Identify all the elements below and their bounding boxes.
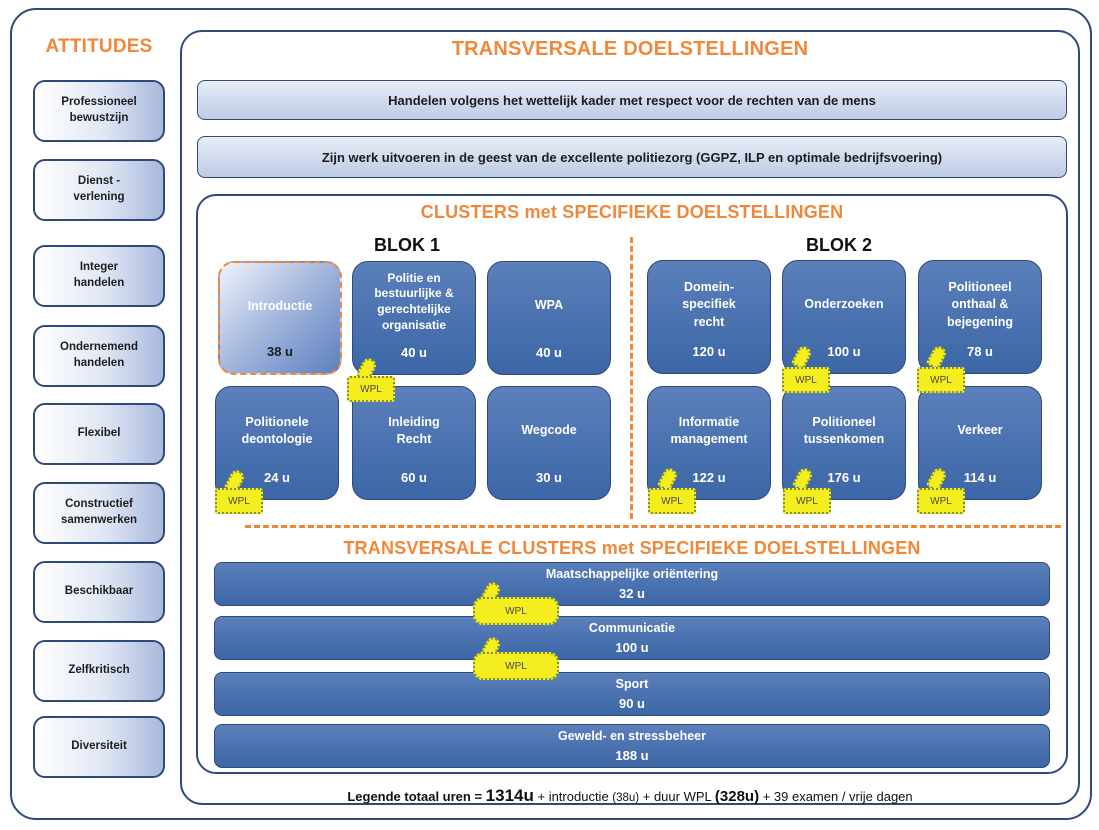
cluster-name: Politioneel tussenkomen: [803, 414, 885, 447]
cluster-hours: 60 u: [400, 470, 427, 485]
transversal-objective-bar: Zijn werk uitvoeren in de geest van de e…: [197, 136, 1067, 178]
blok-divider: [630, 237, 633, 519]
attitude-item: Beschikbaar: [33, 561, 165, 623]
cluster-box: Wegcode 30 u: [487, 386, 611, 500]
cluster-name: Politie en bestuurlijke & gerechtelijke …: [374, 270, 454, 332]
cluster-name: Maatschappelijke oriëntering: [545, 567, 719, 581]
cluster-name: Politionele deontologie: [241, 414, 313, 447]
cluster-name: Introductie: [247, 299, 313, 314]
cluster-hours: 30 u: [535, 470, 562, 485]
cluster-hours: 24 u: [263, 470, 290, 485]
cluster-box: Onderzoeken 100 u: [782, 260, 906, 374]
clusters-divider: [245, 525, 1061, 528]
cluster-hours: 38 u: [266, 344, 293, 359]
cluster-hours: 90 u: [618, 696, 645, 711]
attitude-item: Professioneel bewustzijn: [33, 80, 165, 142]
wpl-badge: WPL: [917, 488, 965, 514]
transversal-cluster-bar: Geweld- en stressbeheer 188 u: [214, 724, 1050, 768]
attitude-item: Flexibel: [33, 403, 165, 465]
legend-total: 1314u: [485, 786, 534, 805]
cluster-hours: 78 u: [966, 344, 993, 359]
cluster-box: WPA 40 u: [487, 261, 611, 375]
wpl-badge: WPL: [473, 652, 559, 680]
cluster-hours: 40 u: [535, 345, 562, 360]
blok-2-label: BLOK 2: [806, 235, 873, 255]
cluster-hours: 32 u: [618, 586, 645, 601]
legend-wpl-hours: (328u): [714, 788, 760, 805]
legend: Legende totaal uren = 1314u + introducti…: [180, 786, 1080, 806]
attitudes-title: ATTITUDES: [45, 36, 153, 57]
cluster-name: Wegcode: [521, 423, 577, 438]
transversal-cluster-bar: Communicatie 100 u: [214, 616, 1050, 660]
transversal-cluster-bar: Maatschappelijke oriëntering 32 u: [214, 562, 1050, 606]
cluster-hours: 188 u: [615, 748, 649, 763]
attitude-item: Constructief samenwerken: [33, 482, 165, 544]
transversal-clusters-title: TRANSVERSALE CLUSTERS met SPECIFIEKE DOE…: [343, 538, 921, 558]
cluster-hours: 120 u: [692, 344, 726, 359]
legend-suffix: + 39 examen / vrije dagen: [759, 789, 913, 804]
transversal-frame: [180, 30, 1080, 805]
cluster-hours: 114 u: [963, 470, 997, 485]
legend-prefix: Legende totaal uren =: [347, 789, 486, 804]
cluster-name: Inleiding Recht: [388, 414, 440, 447]
cluster-name: Geweld- en stressbeheer: [558, 729, 706, 743]
wpl-badge: WPL: [215, 488, 263, 514]
cluster-name: Communicatie: [588, 621, 676, 635]
cluster-name: Verkeer: [957, 423, 1003, 438]
legend-intro-label: + introductie: [533, 789, 613, 804]
cluster-hours: 100 u: [615, 640, 649, 655]
clusters-title: CLUSTERS met SPECIFIEKE DOELSTELLINGEN: [420, 202, 844, 222]
cluster-hours: 176 u: [827, 470, 861, 485]
attitude-item: Diversiteit: [33, 716, 165, 778]
transversal-cluster-bar: Sport 90 u: [214, 672, 1050, 716]
clusters-frame: [196, 194, 1068, 774]
cluster-name: WPA: [534, 298, 564, 313]
legend-wpl-label: + duur WPL: [639, 789, 715, 804]
wpl-badge: WPL: [783, 488, 831, 514]
wpl-badge: WPL: [782, 367, 830, 393]
cluster-hours: 40 u: [400, 345, 427, 360]
cluster-box: Politie en bestuurlijke & gerechtelijke …: [352, 261, 476, 375]
wpl-badge: WPL: [917, 367, 965, 393]
cluster-name: Sport: [615, 677, 649, 691]
wpl-badge: WPL: [473, 597, 559, 625]
attitude-item: Zelfkritisch: [33, 640, 165, 702]
attitude-item: Dienst - verlening: [33, 159, 165, 221]
cluster-box-introductie: Introductie 38 u: [218, 261, 342, 375]
legend-intro-hours: (38u): [612, 792, 640, 804]
blok-1-label: BLOK 1: [374, 235, 441, 255]
cluster-name: Onderzoeken: [804, 297, 884, 312]
cluster-box: Domein- specifiek recht 120 u: [647, 260, 771, 374]
cluster-name: Domein- specifiek recht: [682, 279, 736, 329]
wpl-badge: WPL: [347, 376, 395, 402]
cluster-hours: 100 u: [827, 344, 861, 359]
attitude-item: Integer handelen: [33, 245, 165, 307]
cluster-box: Politionele deontologie 24 u: [215, 386, 339, 500]
attitude-item: Ondernemend handelen: [33, 325, 165, 387]
cluster-name: Informatie management: [670, 414, 748, 447]
cluster-name: Politioneel onthaal & bejegening: [947, 279, 1013, 329]
cluster-hours: 122 u: [692, 470, 726, 485]
transversal-title: TRANSVERSALE DOELSTELLINGEN: [451, 38, 809, 60]
transversal-objective-bar: Handelen volgens het wettelijk kader met…: [197, 80, 1067, 120]
wpl-badge: WPL: [648, 488, 696, 514]
cluster-box: Inleiding Recht 60 u: [352, 386, 476, 500]
